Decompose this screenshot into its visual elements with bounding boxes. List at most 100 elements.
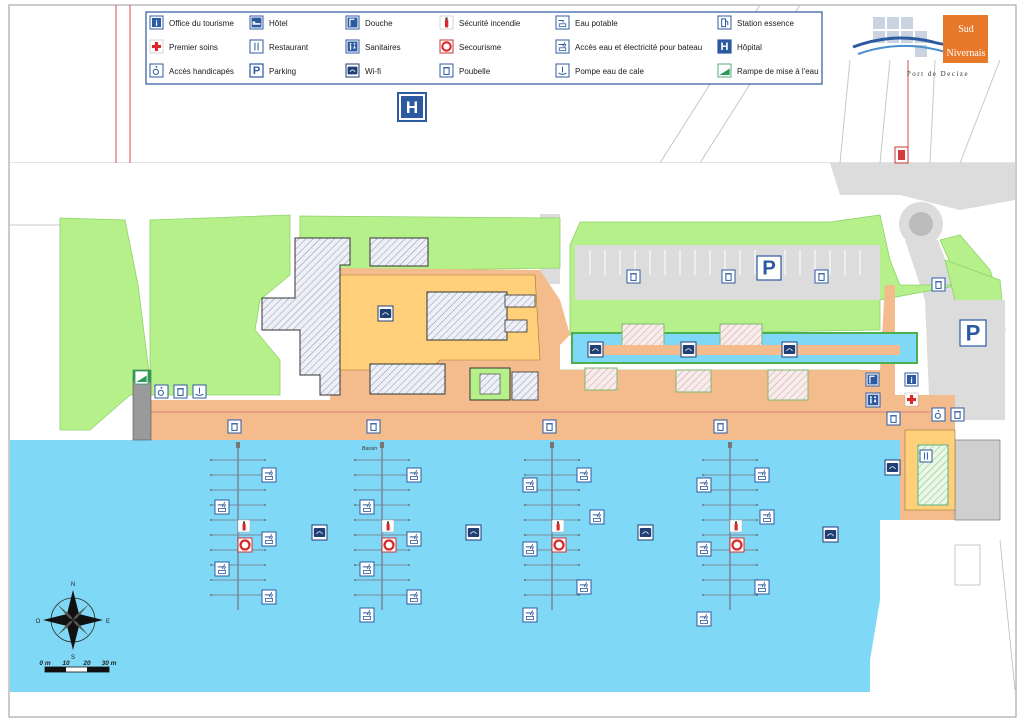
legend-item: Secourisme xyxy=(439,39,502,54)
water-electricity-icon[interactable] xyxy=(359,499,375,515)
map-border xyxy=(8,4,1017,718)
fire-extinguisher-icon[interactable] xyxy=(381,519,395,533)
water-electricity-icon[interactable] xyxy=(754,579,770,595)
tourist-office-icon[interactable]: i xyxy=(904,372,919,387)
fire-extinguisher-icon[interactable] xyxy=(551,519,565,533)
water-electricity-icon[interactable] xyxy=(261,531,277,547)
lifebuoy-icon[interactable] xyxy=(237,537,253,553)
water-electricity-icon[interactable] xyxy=(576,579,592,595)
trash-bin-icon[interactable] xyxy=(931,277,946,292)
water-electricity-icon[interactable] xyxy=(696,541,712,557)
trash-bin-icon[interactable] xyxy=(721,269,736,284)
restaurant-icon xyxy=(249,39,264,54)
legend-item: Douche xyxy=(345,15,393,30)
bilge-pump-icon[interactable] xyxy=(192,384,207,399)
parking-icon[interactable]: P xyxy=(959,319,987,347)
logo-brand-line2: Nivernais xyxy=(947,48,986,59)
legend-label: Parking xyxy=(269,67,296,76)
water-electricity-icon[interactable] xyxy=(696,477,712,493)
logo-subtitle: Port de Decize xyxy=(907,70,969,78)
shower-icon xyxy=(345,15,360,30)
basin-label: Bassin xyxy=(362,446,377,452)
svg-text:P: P xyxy=(253,65,260,77)
east-building xyxy=(904,429,1016,691)
water-electricity-icon[interactable] xyxy=(522,541,538,557)
first-aid-icon[interactable] xyxy=(904,392,919,407)
legend-label: Secourisme xyxy=(459,43,502,52)
map-icons: P Pi xyxy=(134,255,987,627)
water-electricity-icon[interactable] xyxy=(261,589,277,605)
legend-item: Premier soins xyxy=(149,39,218,54)
water-electricity-icon[interactable] xyxy=(696,611,712,627)
trash-bin-icon[interactable] xyxy=(626,269,641,284)
trash-bin-icon[interactable] xyxy=(173,384,188,399)
water-electricity-icon[interactable] xyxy=(359,561,375,577)
lifebuoy-icon xyxy=(439,39,454,54)
wifi-icon[interactable] xyxy=(377,305,394,322)
wifi-icon[interactable] xyxy=(311,524,328,541)
compass-rose: N S E O xyxy=(36,582,110,661)
trash-bin-icon[interactable] xyxy=(814,269,829,284)
water-electricity-icon[interactable] xyxy=(522,477,538,493)
parking-icon[interactable]: P xyxy=(756,255,782,281)
compass-south: S xyxy=(71,655,75,661)
water-electricity-icon[interactable] xyxy=(522,607,538,623)
lifebuoy-icon[interactable] xyxy=(381,537,397,553)
water-electricity-icon[interactable] xyxy=(759,509,775,525)
wifi-icon[interactable] xyxy=(465,524,482,541)
basin xyxy=(10,369,900,692)
drinking-water-icon xyxy=(555,15,570,30)
compass-west: O xyxy=(36,619,41,625)
water-electricity-icon[interactable] xyxy=(406,531,422,547)
water-electricity-icon[interactable] xyxy=(359,607,375,623)
shower-icon[interactable] xyxy=(865,372,880,387)
fuel-station-icon xyxy=(717,15,732,30)
water-electricity-icon[interactable] xyxy=(214,561,230,577)
legend-item: Eau potable xyxy=(555,15,618,30)
legend-item: Station essence xyxy=(717,15,794,30)
wifi-icon[interactable] xyxy=(637,524,654,541)
toilets-icon[interactable] xyxy=(865,392,881,408)
trash-bin-icon[interactable] xyxy=(950,407,965,422)
parking-icon: P xyxy=(249,63,264,78)
legend-label: Hôpital xyxy=(737,43,762,52)
wifi-icon[interactable] xyxy=(884,459,901,476)
hotel-icon xyxy=(249,15,264,30)
trash-bin-icon[interactable] xyxy=(713,419,728,434)
accessibility-icon[interactable] xyxy=(931,407,946,422)
water-electricity-icon[interactable] xyxy=(406,589,422,605)
trash-bin-icon xyxy=(439,63,454,78)
wifi-icon[interactable] xyxy=(781,341,798,358)
wifi-icon[interactable] xyxy=(822,526,839,543)
lifebuoy-icon[interactable] xyxy=(551,537,567,553)
scale-label-0: 0 m xyxy=(39,660,50,667)
fuel-station-marker[interactable] xyxy=(894,146,909,164)
trash-bin-icon[interactable] xyxy=(886,411,901,426)
restaurant-icon[interactable] xyxy=(919,449,933,463)
water-electricity-icon[interactable] xyxy=(576,467,592,483)
hospital-letter: H xyxy=(406,98,418,117)
trash-bin-icon[interactable] xyxy=(227,419,242,434)
fire-extinguisher-icon[interactable] xyxy=(237,519,251,533)
boat-ramp-icon[interactable] xyxy=(134,370,149,385)
water-electricity-icon[interactable] xyxy=(214,499,230,515)
trash-bin-icon[interactable] xyxy=(542,419,557,434)
water-electricity-icon[interactable] xyxy=(754,467,770,483)
svg-text:P: P xyxy=(762,258,776,280)
wifi-icon[interactable] xyxy=(587,341,604,358)
svg-text:P: P xyxy=(966,320,981,345)
legend-label: Hôtel xyxy=(269,19,288,28)
accessibility-icon[interactable] xyxy=(154,384,169,399)
water-electricity-icon[interactable] xyxy=(261,467,277,483)
water-electricity-icon[interactable] xyxy=(589,509,605,525)
fire-extinguisher-icon[interactable] xyxy=(729,519,743,533)
hospital-marker[interactable]: H xyxy=(397,92,427,122)
boat-ramp-icon xyxy=(717,63,732,78)
legend-label: Poubelle xyxy=(459,67,491,76)
trash-bin-icon[interactable] xyxy=(366,419,381,434)
wifi-icon[interactable] xyxy=(680,341,697,358)
water-electricity-icon[interactable] xyxy=(406,467,422,483)
lifebuoy-icon[interactable] xyxy=(729,537,745,553)
legend-item: Sanitaires xyxy=(345,39,401,54)
